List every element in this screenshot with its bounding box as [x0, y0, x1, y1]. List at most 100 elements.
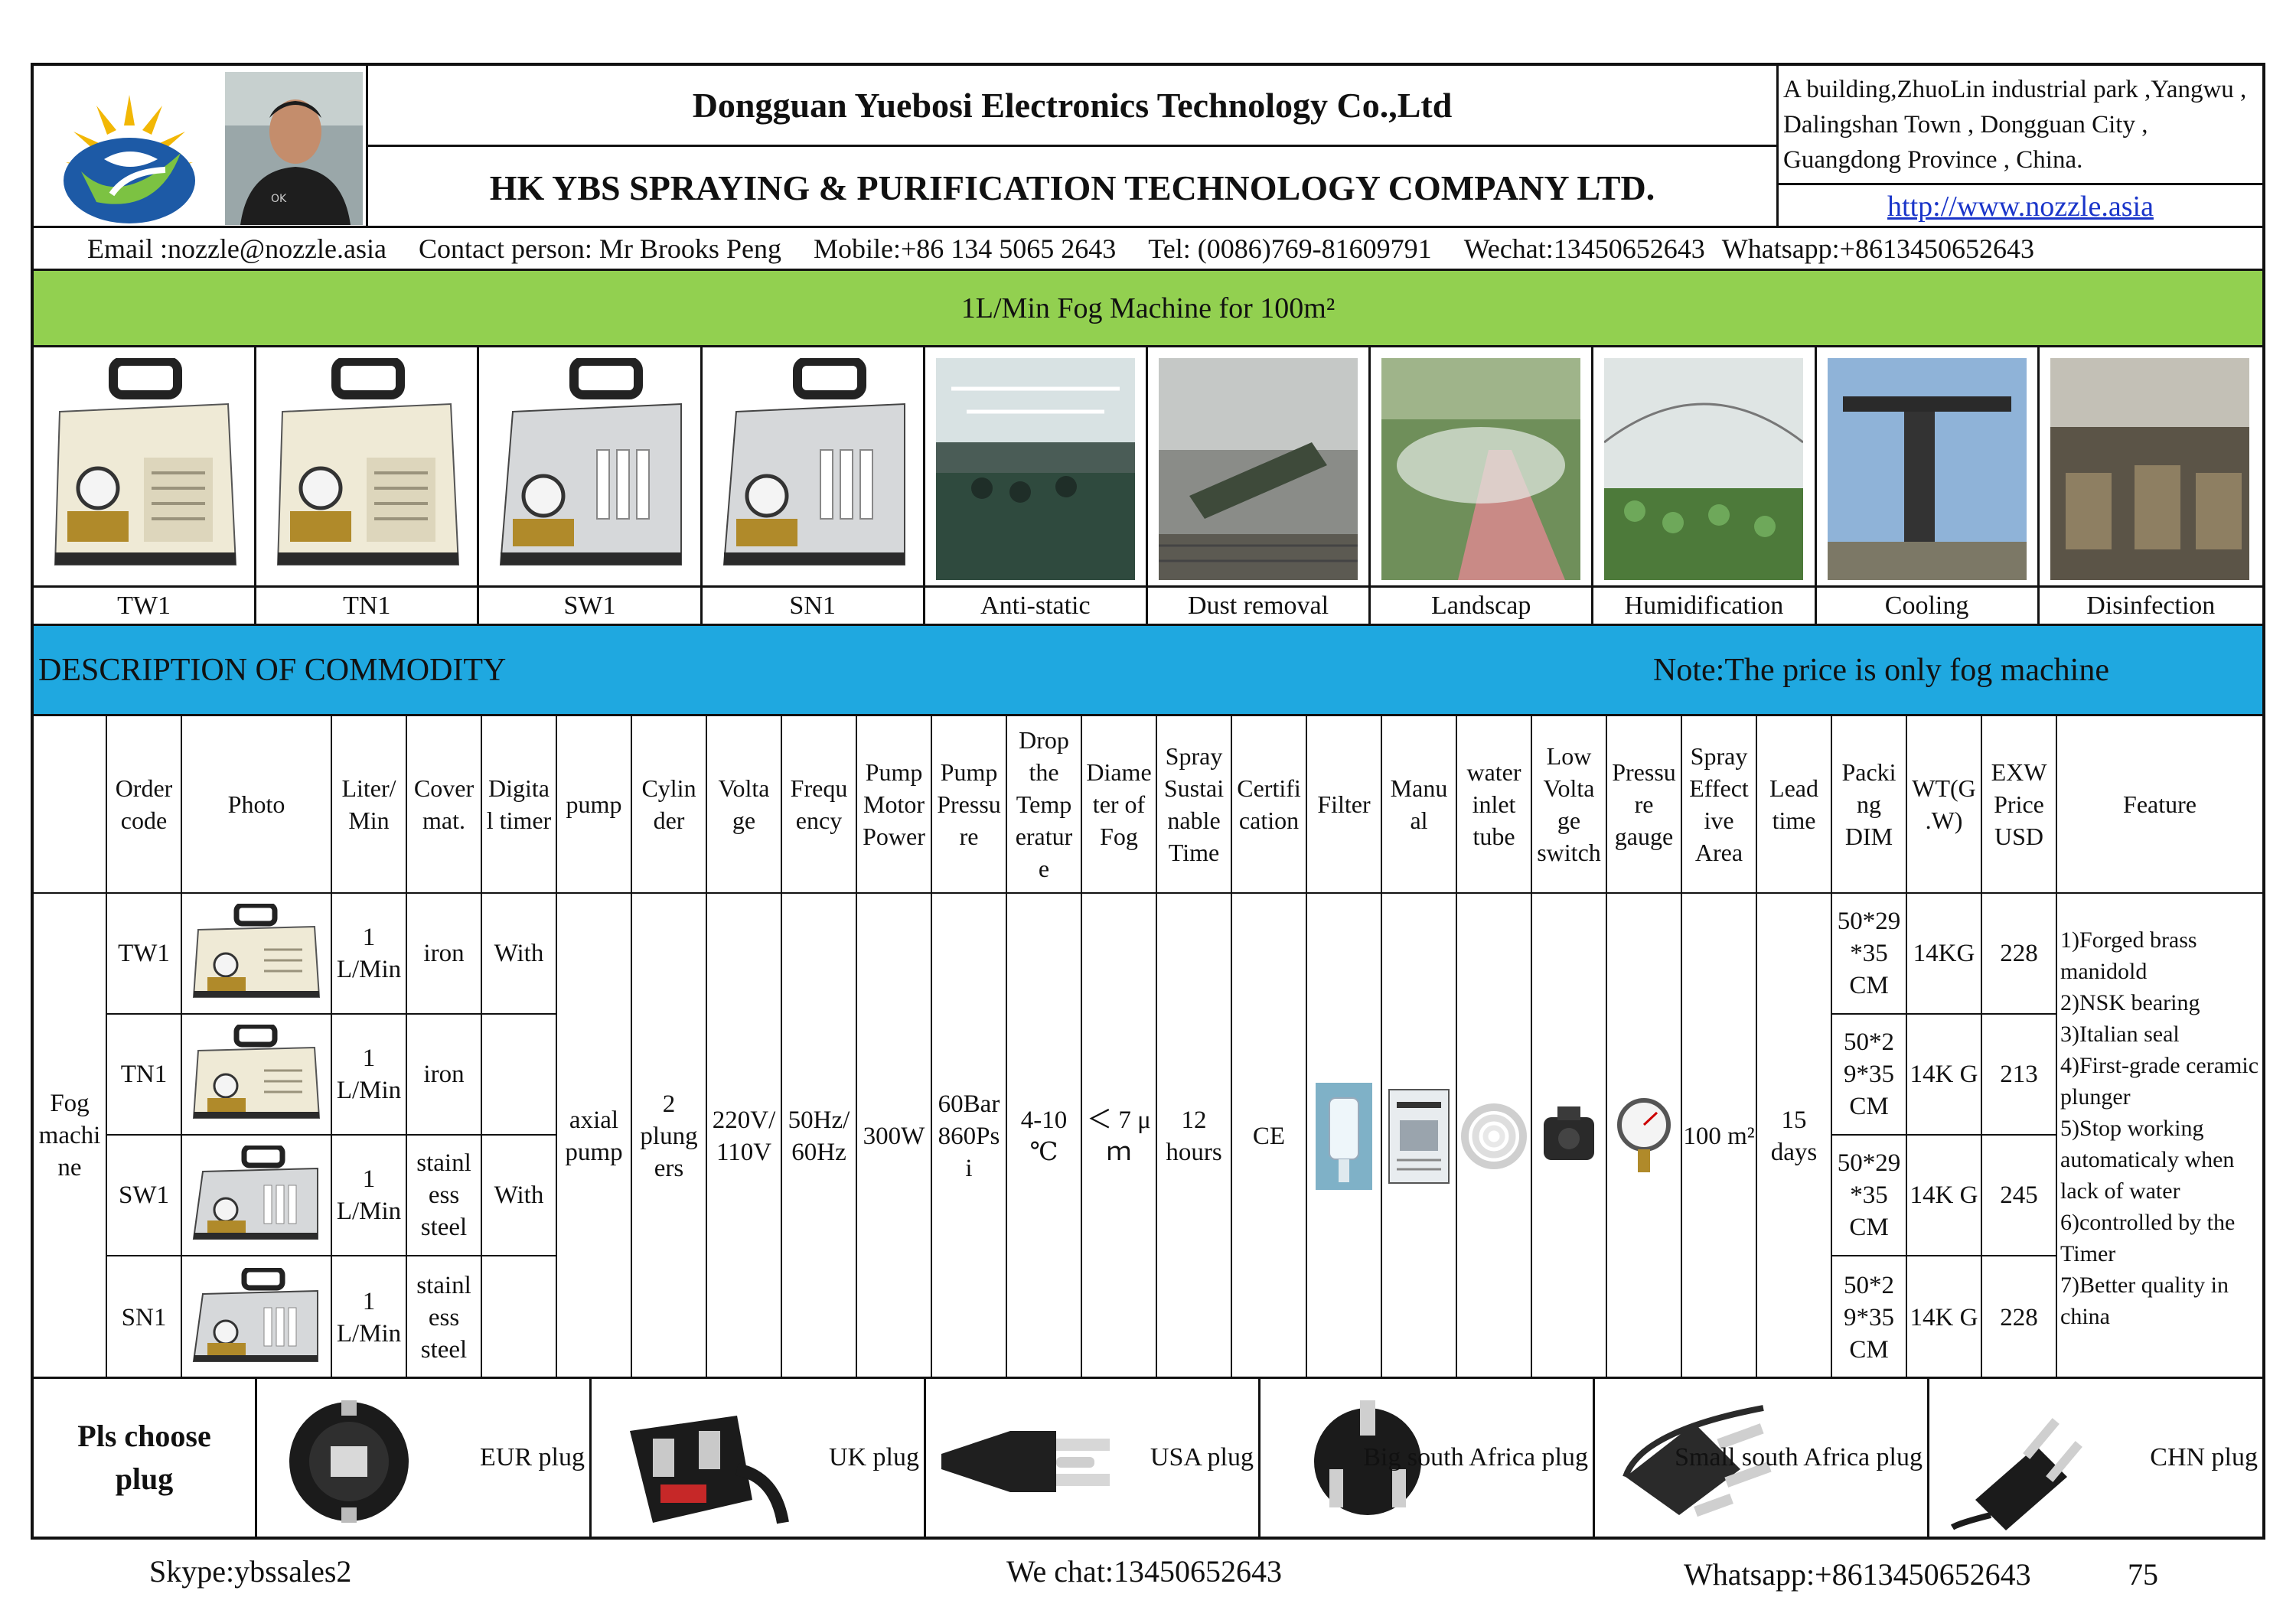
row-weight: 14KG: [1907, 894, 1982, 1015]
header-weight: WT(G .W): [1907, 716, 1982, 894]
eur-plug-icon: [289, 1400, 409, 1523]
address-line: A building,ZhuoLin industrial park ,Yang…: [1783, 76, 2247, 103]
header-spray-area: Spray Effect ive Area: [1682, 716, 1757, 894]
contact-photo: OK: [225, 72, 363, 225]
gallery-cell: Disinfection: [2039, 347, 2262, 624]
product-table: Fog machi ne Order code Photo Liter/ Min…: [34, 716, 2262, 1379]
machine-thumbnail: [192, 1025, 321, 1119]
corner-cell: [34, 716, 107, 894]
feature-item: 7)Better quality in china: [2060, 1273, 2229, 1329]
company-name-cn: Dongguan Yuebosi Electronics Technology …: [368, 66, 1779, 147]
header-filter: Filter: [1307, 716, 1382, 894]
plug-label: Big south Africa plug: [1363, 1443, 1588, 1471]
plug-options: Pls choose plug EUR plug UK plug: [34, 1379, 2262, 1537]
plug-option[interactable]: Big south Africa plug: [1261, 1379, 1595, 1537]
header-pump: pump: [557, 716, 632, 894]
gallery-cell: Cooling: [1816, 347, 2040, 624]
row-price: 228: [1982, 894, 2057, 1015]
logo-box: OK: [34, 66, 368, 228]
header-fog-diameter: Diame ter of Fog: [1082, 716, 1157, 894]
shared-lead-time: 15 days: [1757, 894, 1832, 1379]
machine-thumbnail: [192, 1146, 318, 1240]
title-banner: 1L/Min Fog Machine for 100m²: [34, 271, 2262, 347]
header-cylinder: Cylin der: [632, 716, 707, 894]
row-order-code: TN1: [107, 1015, 182, 1136]
row-liter: 1 L/Min: [332, 1256, 407, 1379]
plug-option[interactable]: EUR plug: [257, 1379, 592, 1537]
filter-cell: [1307, 894, 1382, 1379]
gallery-label: Cooling: [1816, 585, 2037, 624]
catalog-sheet: OK Dongguan Yuebosi Electronics Technolo…: [31, 63, 2265, 1540]
plug-option[interactable]: Small south Africa plug: [1595, 1379, 1929, 1537]
header-frequency: Frequ ency: [782, 716, 857, 894]
shared-pump: axial pump: [557, 894, 632, 1379]
tube-coil-icon: [1461, 1103, 1527, 1169]
footer-whatsapp: Whatsapp:+8613450652643: [1684, 1557, 2031, 1592]
header-price: EXW Price USD: [1982, 716, 2057, 894]
application-photo: [1381, 358, 1581, 580]
switch-icon: [1544, 1106, 1594, 1160]
header-cover: Cover mat.: [407, 716, 482, 894]
contact-person: Contact person: Mr Brooks Peng: [418, 233, 781, 264]
header-liter: Liter/ Min: [332, 716, 407, 894]
gallery-cell: Humidification: [1593, 347, 1817, 624]
manual-cell: [1382, 894, 1457, 1379]
gallery-cell: TN1: [256, 347, 480, 624]
row-price: 228: [1982, 1256, 2057, 1379]
svg-text:OK: OK: [271, 193, 287, 205]
row-cover: stainl ess steel: [407, 1136, 482, 1256]
gallery-cell: Anti-static: [925, 347, 1148, 624]
plug-option[interactable]: USA plug: [926, 1379, 1261, 1537]
row-timer: [482, 1256, 557, 1379]
contact-wechat: Wechat:13450652643: [1463, 233, 1705, 264]
contact-tel: Tel: (0086)769-81609791: [1148, 233, 1432, 264]
filter-icon: [1316, 1083, 1372, 1190]
row-order-code: SW1: [107, 1136, 182, 1256]
plug-option[interactable]: UK plug: [592, 1379, 926, 1537]
machine-thumbnail: [192, 904, 321, 998]
plug-label: USA plug: [1150, 1443, 1254, 1471]
feature-list: 1)Forged brass manidold 2)NSK bearing 3)…: [2060, 924, 2262, 1332]
usa-plug-icon: [941, 1431, 1110, 1492]
shared-cylinder: 2 plung ers: [632, 894, 707, 1379]
shared-spray-area: 100 m²: [1682, 894, 1757, 1379]
gallery-label: SN1: [702, 585, 923, 624]
row-weight: 14K G: [1907, 1256, 1982, 1379]
shared-frequency: 50Hz/ 60Hz: [782, 894, 857, 1379]
gallery-label: Disinfection: [2039, 585, 2262, 624]
row-liter: 1 L/Min: [332, 1136, 407, 1256]
row-weight: 14K G: [1907, 1015, 1982, 1136]
website-link[interactable]: http://www.nozzle.asia: [1887, 191, 2154, 223]
row-cover: stainl ess steel: [407, 1256, 482, 1379]
contact-email[interactable]: Email :nozzle@nozzle.asia: [87, 233, 386, 264]
row-photo: [182, 894, 332, 1015]
gallery-cell: Landscap: [1371, 347, 1594, 624]
uk-plug-icon: [630, 1416, 789, 1524]
page-number: 75: [2128, 1557, 2158, 1592]
row-packing-dim: 50*2 9*35 CM: [1832, 1256, 1907, 1379]
header-timer: Digita l timer: [482, 716, 557, 894]
row-price: 213: [1982, 1015, 2057, 1136]
plug-option[interactable]: CHN plug: [1929, 1379, 2262, 1537]
shared-fog-diameter: ＜ 7 μｍ: [1082, 894, 1157, 1379]
chn-plug-icon: [1950, 1418, 2082, 1530]
machine-image: [54, 358, 237, 565]
feature-item: 2)NSK bearing: [2060, 990, 2200, 1015]
small-south-africa-plug-icon: [1623, 1405, 1772, 1517]
header-manual: Manu al: [1382, 716, 1457, 894]
row-packing-dim: 50*2 9*35 CM: [1832, 1015, 1907, 1136]
feature-item: 5)Stop working automaticaly when lack of…: [2060, 1116, 2235, 1204]
feature-item: 3)Italian seal: [2060, 1022, 2180, 1047]
header-packing-dim: Packi ng DIM: [1832, 716, 1907, 894]
shared-spray-time: 12 hours: [1157, 894, 1232, 1379]
feature-cell: 1)Forged brass manidold 2)NSK bearing 3)…: [2057, 894, 2262, 1379]
inlet-tube-cell: [1457, 894, 1532, 1379]
row-photo: [182, 1256, 332, 1379]
gallery-label: Landscap: [1371, 585, 1592, 624]
header-temp: Drop the Temp eratur e: [1007, 716, 1082, 894]
shared-certification: CE: [1232, 894, 1307, 1379]
gallery-cell: Dust removal: [1147, 347, 1371, 624]
row-order-code: SN1: [107, 1256, 182, 1379]
description-banner: DESCRIPTION OF COMMODITY Note:The price …: [34, 626, 2262, 716]
contact-mobile: Mobile:+86 134 5065 2643: [813, 233, 1117, 264]
